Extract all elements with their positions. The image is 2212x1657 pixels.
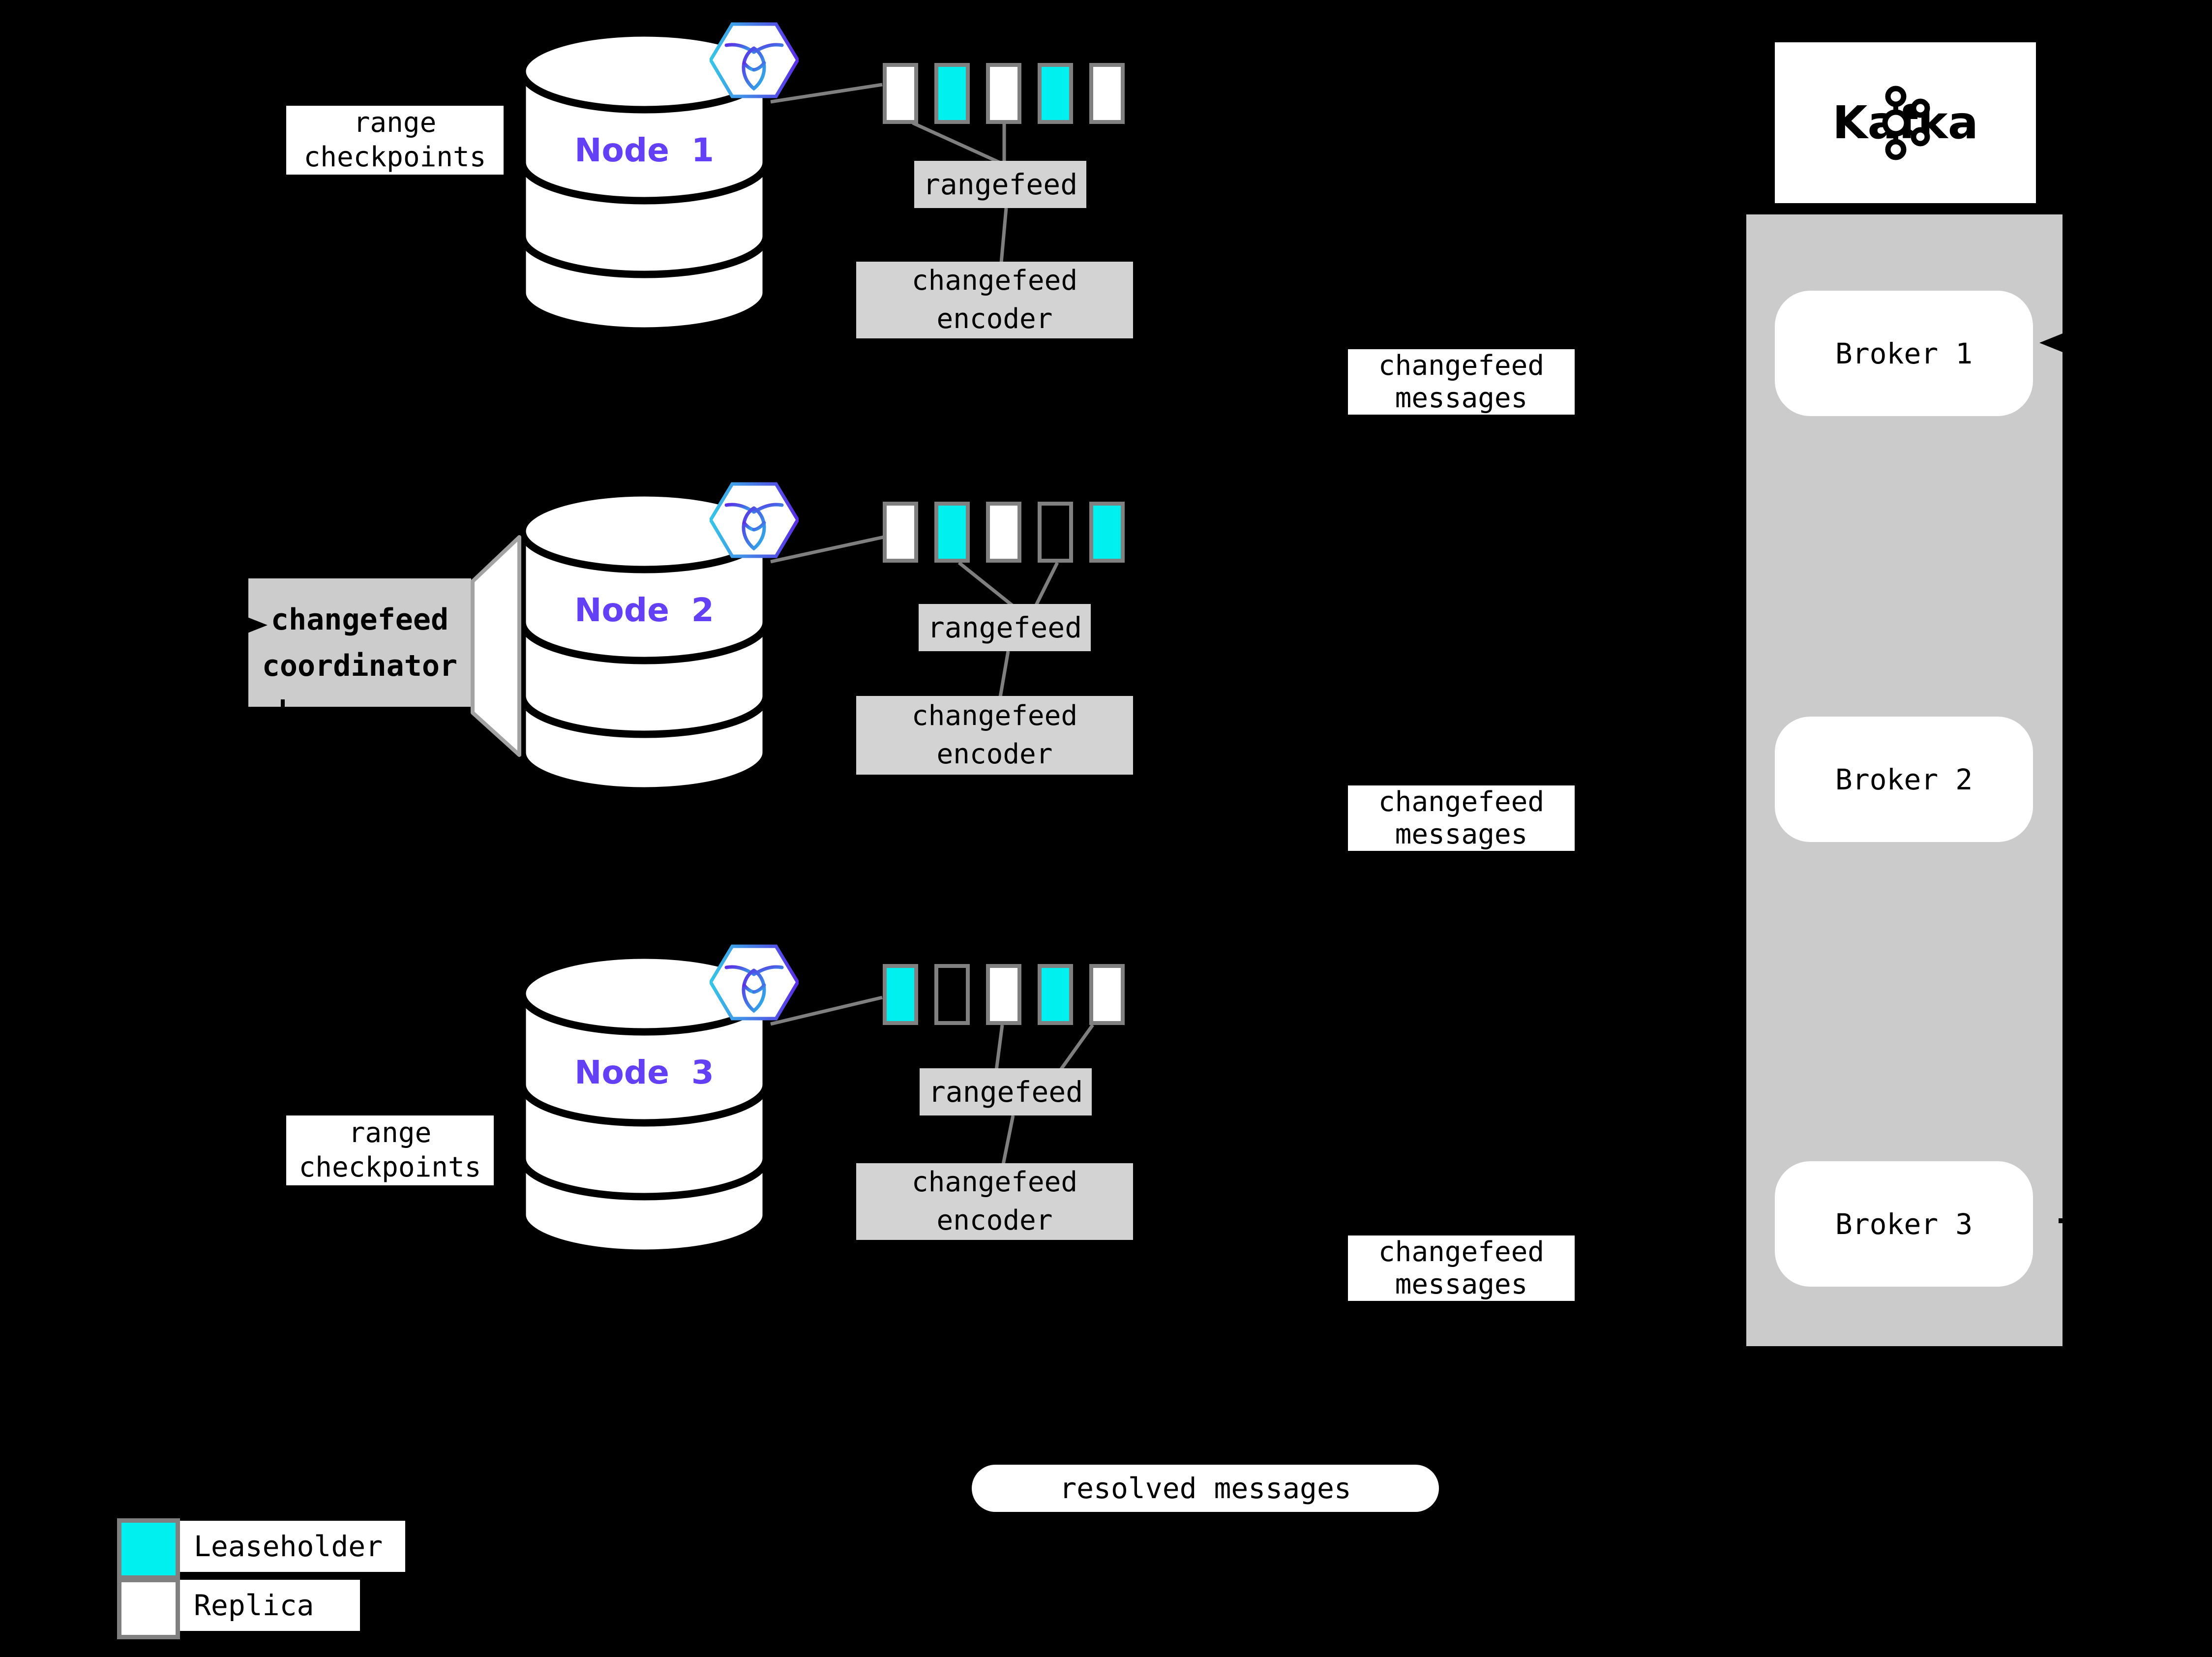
range-box bbox=[1038, 964, 1073, 1025]
range-box bbox=[986, 502, 1021, 563]
range-box bbox=[1038, 63, 1073, 124]
cockroachdb-icon bbox=[710, 944, 799, 1021]
range-box bbox=[934, 964, 970, 1025]
line-range5-to-rangefeed3 bbox=[1059, 1024, 1094, 1072]
line-range2-to-rangefeed2 bbox=[957, 561, 1015, 607]
range-box bbox=[883, 502, 918, 563]
line-range1-to-rangefeed1 bbox=[912, 121, 1000, 164]
cockroachdb-icon bbox=[710, 482, 799, 558]
changefeed-encoder-box-3: changefeed encoder bbox=[856, 1163, 1133, 1240]
kafka-broker-2: Broker 2 bbox=[1775, 717, 2033, 842]
line-rangefeed3-to-encoder3 bbox=[1001, 1115, 1015, 1165]
line-node1-to-range bbox=[770, 83, 883, 104]
resolved-messages-label: resolved messages bbox=[972, 1465, 1439, 1512]
changefeed-messages-label-3: changefeed messages bbox=[1348, 1235, 1575, 1301]
kafka-logo-card: Kafka bbox=[1775, 42, 2036, 203]
line-range3-to-rangefeed3 bbox=[994, 1024, 1004, 1071]
changefeed-messages-label-2: changefeed messages bbox=[1348, 785, 1575, 851]
range-box bbox=[934, 502, 970, 563]
line-node3-to-range bbox=[770, 995, 883, 1026]
node1-cylinder: Node 1 bbox=[518, 29, 770, 335]
range-box bbox=[986, 964, 1021, 1025]
rangefeed-box-1: rangefeed bbox=[914, 161, 1086, 208]
line-rangefeed2-to-encoder2 bbox=[998, 651, 1010, 697]
range-box bbox=[883, 964, 918, 1025]
arrowhead-into-broker1 bbox=[2039, 332, 2065, 353]
range-box bbox=[986, 63, 1021, 124]
range-checkpoints-label-top: range checkpoints bbox=[286, 106, 504, 175]
legend-replica-label: Replica bbox=[180, 1580, 360, 1631]
line-node2-to-range bbox=[770, 534, 889, 564]
rangefeed-box-2: rangefeed bbox=[919, 604, 1091, 651]
kafka-broker-1: Broker 1 bbox=[1775, 291, 2033, 416]
cockroachdb-icon bbox=[710, 22, 799, 98]
range-checkpoints-label-bottom: range checkpoints bbox=[286, 1115, 494, 1185]
arrowhead-into-coordinator bbox=[244, 616, 268, 634]
legend-replica-swatch bbox=[117, 1578, 180, 1639]
range-box bbox=[883, 63, 918, 124]
node1-label: Node 1 bbox=[574, 131, 714, 169]
changefeed-messages-label-1: changefeed messages bbox=[1348, 349, 1575, 415]
kafka-icon bbox=[1882, 86, 1930, 160]
range-box bbox=[1089, 63, 1125, 124]
range-box bbox=[1089, 502, 1125, 563]
legend-leaseholder-label: Leaseholder bbox=[180, 1521, 405, 1572]
coordinator-pointer-blade bbox=[471, 535, 521, 757]
changefeed-coordinator-label: changefeed coordinator bbox=[248, 578, 471, 707]
range-box bbox=[1038, 502, 1073, 563]
node3-cylinder: Node 3 bbox=[518, 951, 770, 1257]
node3-label: Node 3 bbox=[574, 1054, 714, 1091]
changefeed-encoder-box-1: changefeed encoder bbox=[856, 262, 1133, 338]
range-box bbox=[1089, 964, 1125, 1025]
node2-cylinder: Node 2 bbox=[518, 489, 770, 795]
kafka-broker-3: Broker 3 bbox=[1775, 1161, 2033, 1287]
rangefeed-box-3: rangefeed bbox=[920, 1068, 1092, 1115]
changefeed-encoder-box-2: changefeed encoder bbox=[856, 696, 1133, 775]
node2-label: Node 2 bbox=[574, 591, 714, 629]
arrow-tick-coordinator-bottom bbox=[281, 699, 285, 712]
line-rangefeed1-to-encoder1 bbox=[999, 208, 1008, 263]
arrow-tick-broker3 bbox=[2059, 1218, 2071, 1223]
range-box bbox=[934, 63, 970, 124]
line-range4-to-rangefeed2 bbox=[1034, 562, 1059, 607]
legend-leaseholder-swatch bbox=[117, 1518, 180, 1580]
